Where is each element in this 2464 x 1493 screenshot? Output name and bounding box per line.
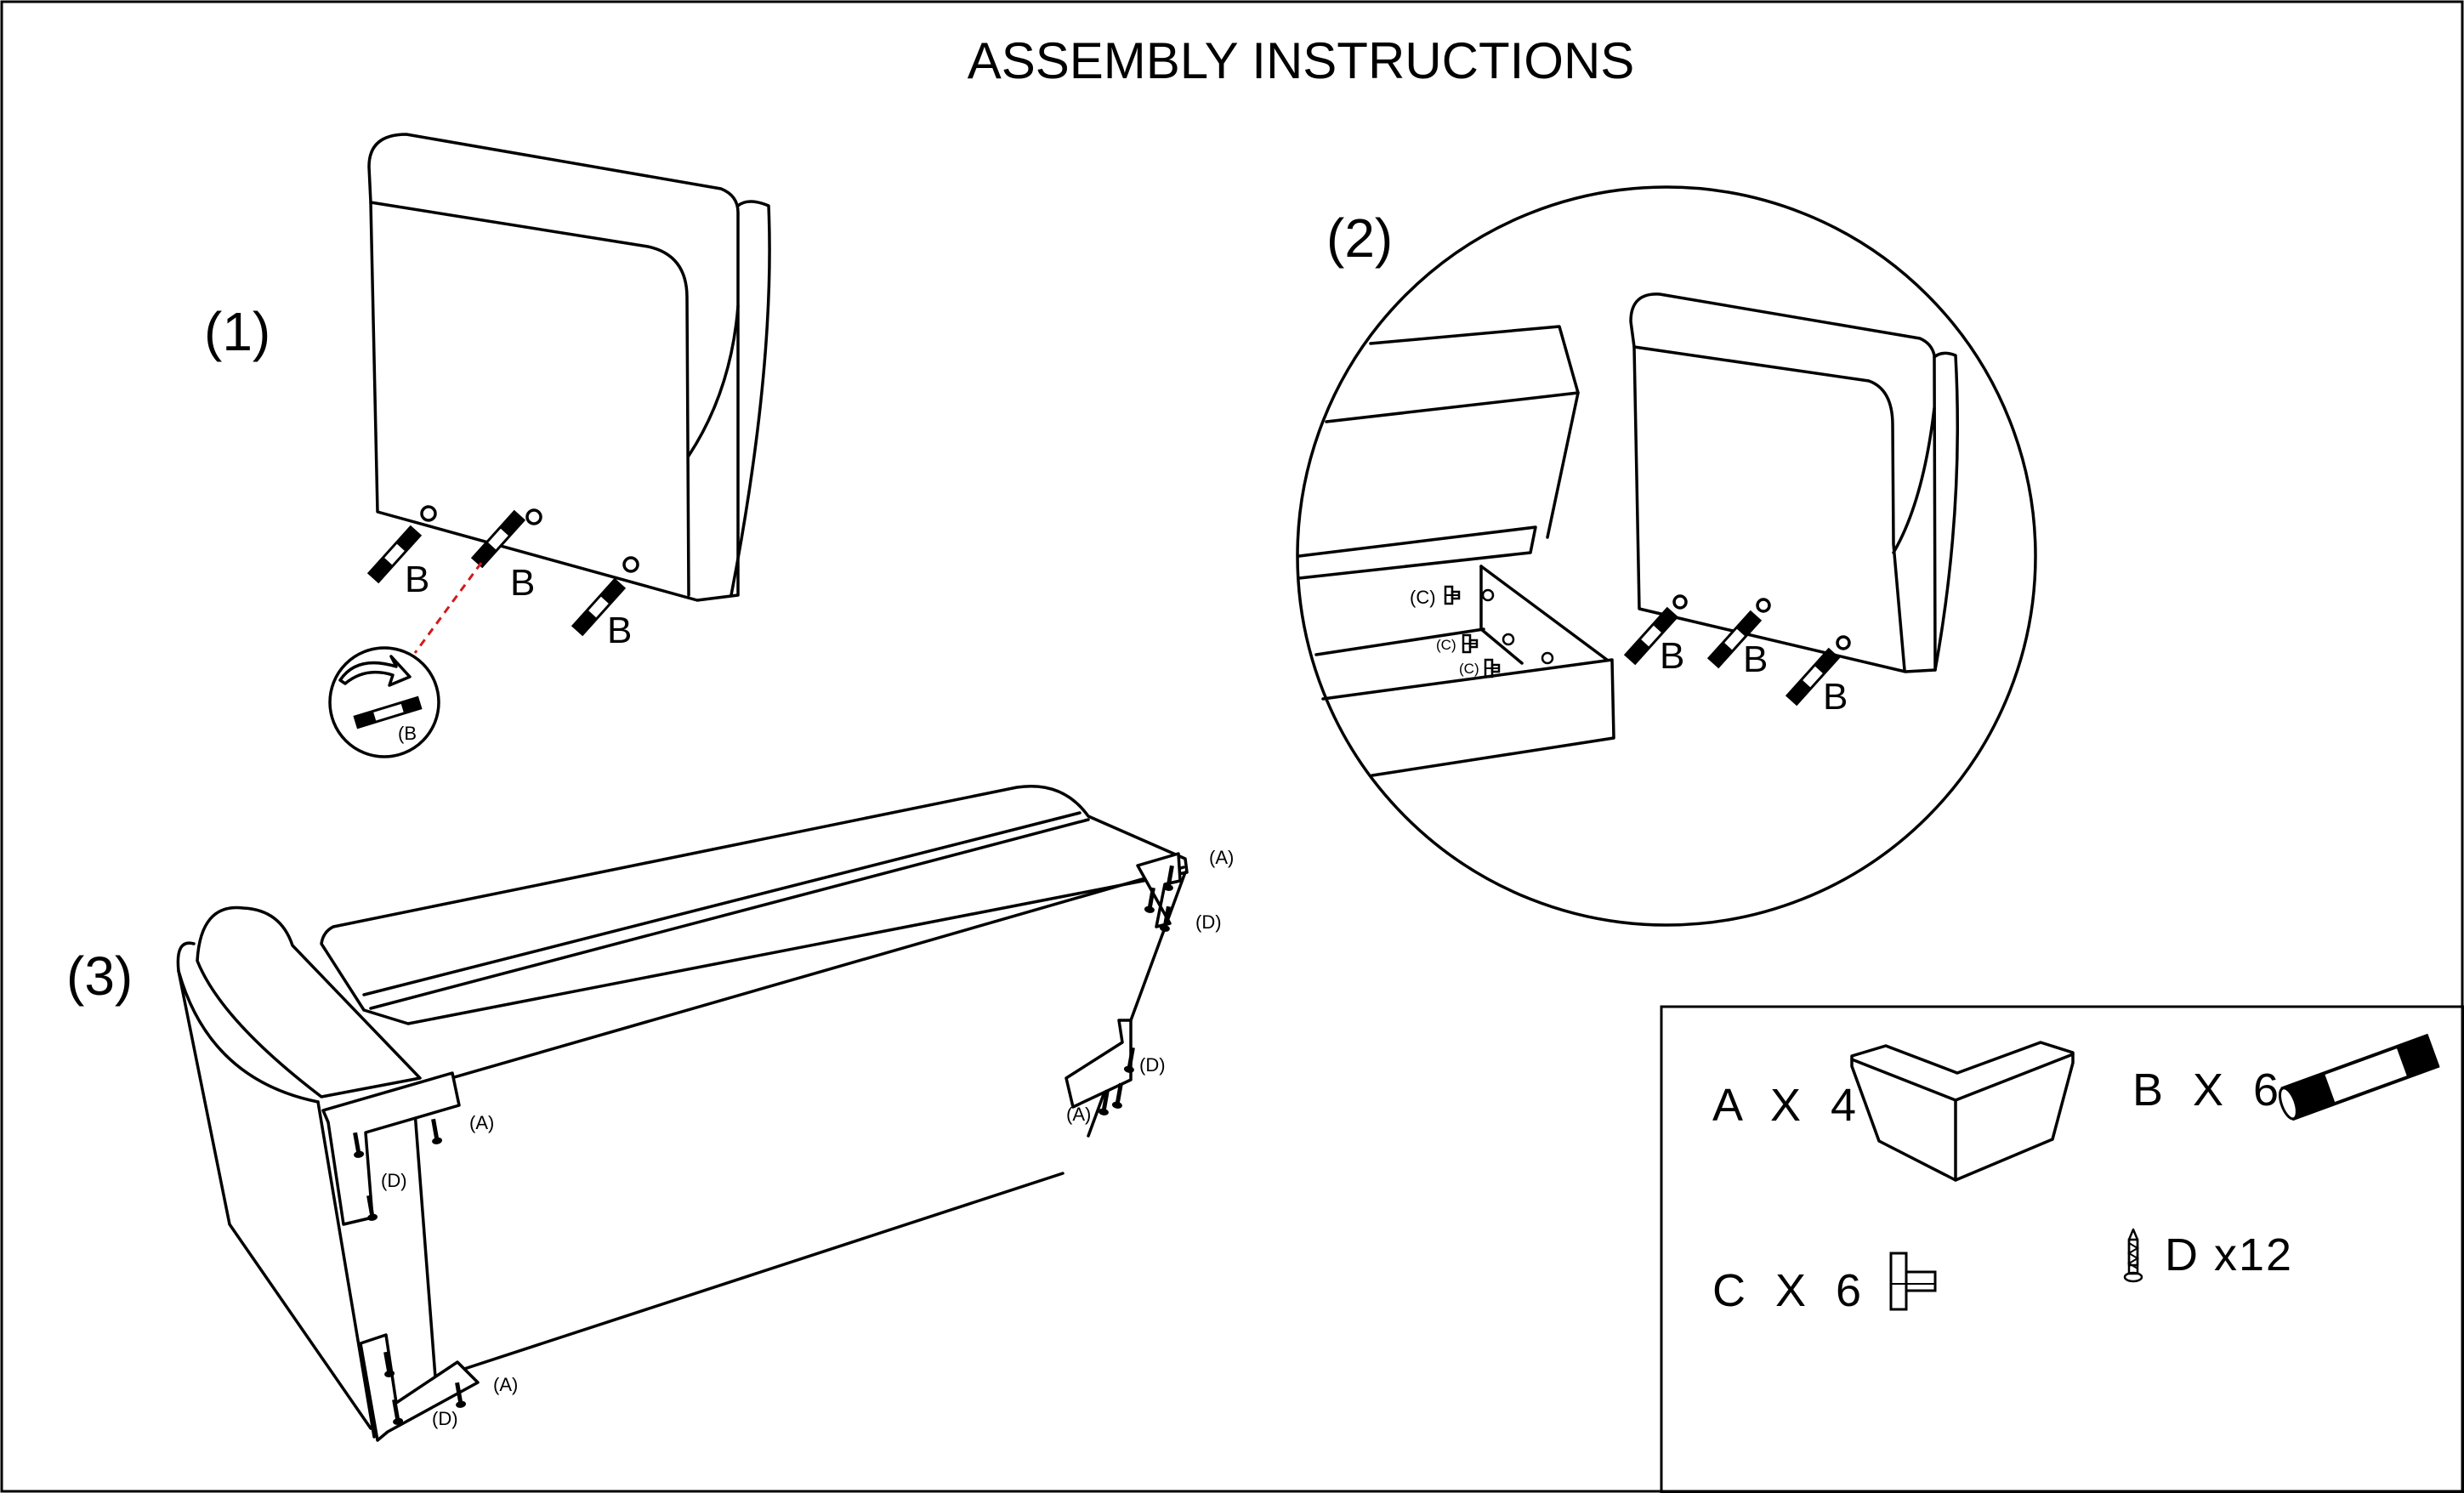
part-a-label: A X 4 (1712, 1080, 1865, 1131)
screw-icon (2123, 1228, 2143, 1283)
sofa-underside-illustration: (A) (A) (A) (A) (D) (D) (D) (D) (176, 784, 1234, 1442)
bolt-label-b: B (607, 610, 632, 651)
part-b-label: B X 6 (2132, 1064, 2287, 1115)
parts-legend-box (1660, 1005, 2464, 1493)
rotate-arrow-icon (338, 655, 412, 687)
inset-bolt-label: (B (398, 723, 417, 744)
parts-legend: A X 4 B X 6 C X 6 (1660, 1005, 2464, 1493)
foot-label-a: (A) (493, 1374, 518, 1395)
corner-foot-icon (1850, 1041, 2075, 1182)
screw-label-d: (D) (1139, 1054, 1166, 1076)
bolt-detail-inset: (B (328, 646, 440, 758)
bolt-label-b: B (1660, 635, 1684, 677)
bolt-label-b: B (510, 562, 535, 604)
backrest-illustration: B B B (B (328, 133, 771, 758)
nut-label-c: (C) (1459, 661, 1479, 677)
nut-label-c: (C) (1436, 637, 1456, 653)
screw-label-d: (D) (432, 1408, 458, 1429)
screw-label-d: (D) (381, 1170, 407, 1191)
part-d-label: D x12 (2165, 1229, 2293, 1280)
sofa-frame-illustration: (C) (C) (C) (1297, 325, 1615, 777)
bolt-icon (353, 695, 423, 729)
part-d: D x12 (2123, 1228, 2293, 1283)
foot-label-a: (A) (469, 1112, 494, 1133)
screw-label-d: (D) (1195, 911, 1222, 933)
part-b: B X 6 (2132, 1033, 2440, 1121)
step-1-number: (1) (204, 301, 270, 362)
corner-foot-a (1065, 1019, 1133, 1109)
step-3-number: (3) (66, 945, 133, 1007)
part-c-label: C X 6 (1712, 1265, 1870, 1316)
foot-label-a: (A) (1066, 1104, 1091, 1125)
bolt-label-b: B (405, 559, 429, 600)
part-a: A X 4 (1712, 1041, 2075, 1182)
corner-foot-a (1136, 852, 1182, 928)
page-title: ASSEMBLY INSTRUCTIONS (968, 32, 1635, 89)
step-2: (2) (C) (C) (C) (1296, 185, 2037, 927)
part-c: C X 6 (1712, 1252, 1937, 1316)
guide-line (413, 562, 483, 654)
corner-foot-a (321, 1071, 461, 1226)
detail-circle (1296, 185, 2037, 927)
backrest-illustration: B B B (1623, 292, 1959, 718)
bolt-label-b: B (1743, 639, 1768, 680)
tee-nut-icon (1889, 1252, 1937, 1311)
corner-foot-a (359, 1333, 480, 1442)
step-2-number: (2) (1326, 207, 1393, 269)
step-3: (3) (66, 784, 1234, 1442)
bolt-label-b: B (1823, 676, 1848, 718)
foot-label-a: (A) (1209, 847, 1234, 868)
nut-label-c: (C) (1410, 587, 1436, 608)
step-1: (1) B B B (B (204, 133, 771, 758)
threaded-bolt-icon (2278, 1033, 2440, 1121)
